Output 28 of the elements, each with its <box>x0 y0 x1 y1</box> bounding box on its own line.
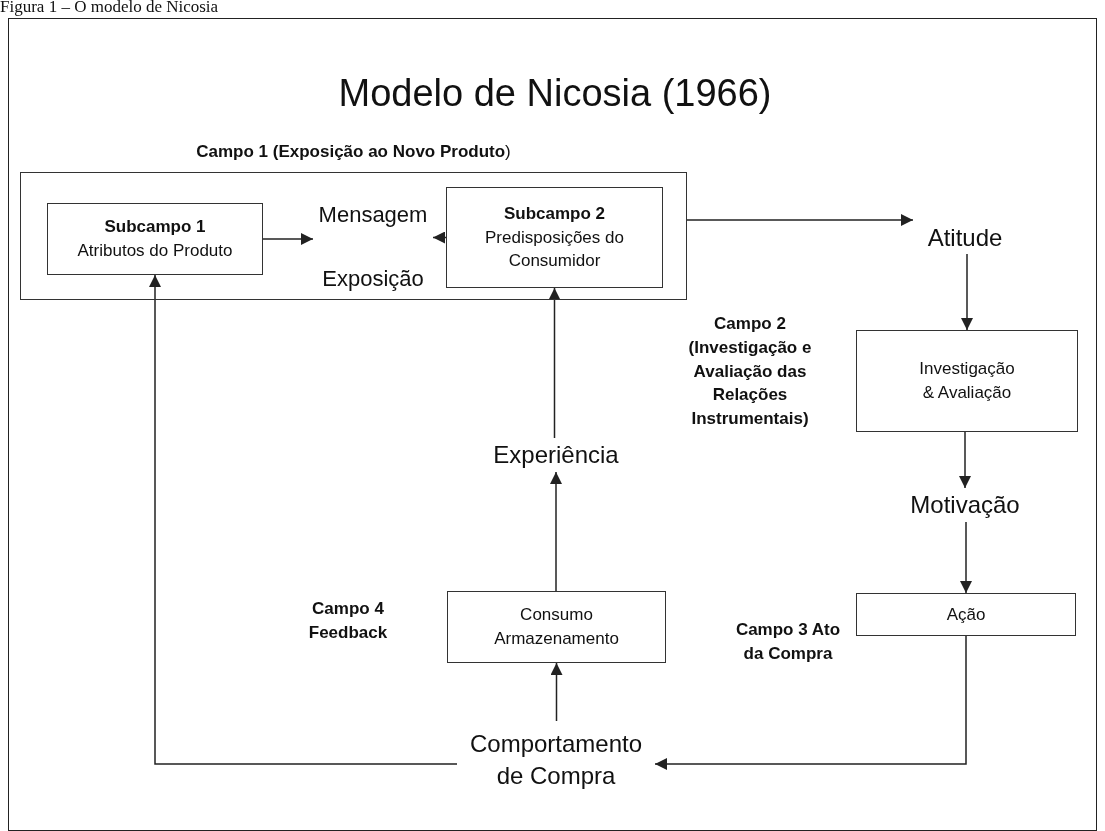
arrow <box>149 274 458 765</box>
field-label: Campo 2 (Investigação e Avaliação das Relações Instrumentais) <box>687 313 813 431</box>
arrow <box>959 431 971 489</box>
process-box: Ação <box>856 593 1076 636</box>
stage-label: Motivação <box>900 488 1030 522</box>
arrow <box>550 662 563 722</box>
field-label: Campo 4 Feedback <box>307 598 389 644</box>
arrow <box>654 635 967 770</box>
flow-label: Mensagem <box>318 202 428 228</box>
process-box: Subcampo 1 Atributos do Produto <box>47 203 263 275</box>
arrow <box>960 521 972 594</box>
stage-label: Atitude <box>913 222 1017 254</box>
arrow <box>961 253 973 331</box>
field-heading: Campo 1 (Exposição ao Novo Produto) <box>196 141 511 163</box>
arrow <box>432 231 447 244</box>
arrow <box>548 287 561 439</box>
diagram-title: Modelo de Nicosia (1966) <box>337 72 773 115</box>
stage-label: Experiência <box>478 438 634 472</box>
figure-caption: Figura 1 – O modelo de Nicosia <box>0 0 219 16</box>
arrow <box>550 471 562 592</box>
process-box: Investigação & Avaliação <box>856 330 1078 432</box>
arrow <box>686 214 914 226</box>
arrow <box>262 233 314 245</box>
process-box: Subcampo 2 Predisposições do Consumidor <box>446 187 663 288</box>
process-box: Consumo Armazenamento <box>447 591 666 663</box>
stage-label: Comportamento de Compra <box>457 721 655 799</box>
field-label: Campo 3 Ato da Compra <box>734 619 842 665</box>
flow-label: Exposição <box>322 266 424 292</box>
